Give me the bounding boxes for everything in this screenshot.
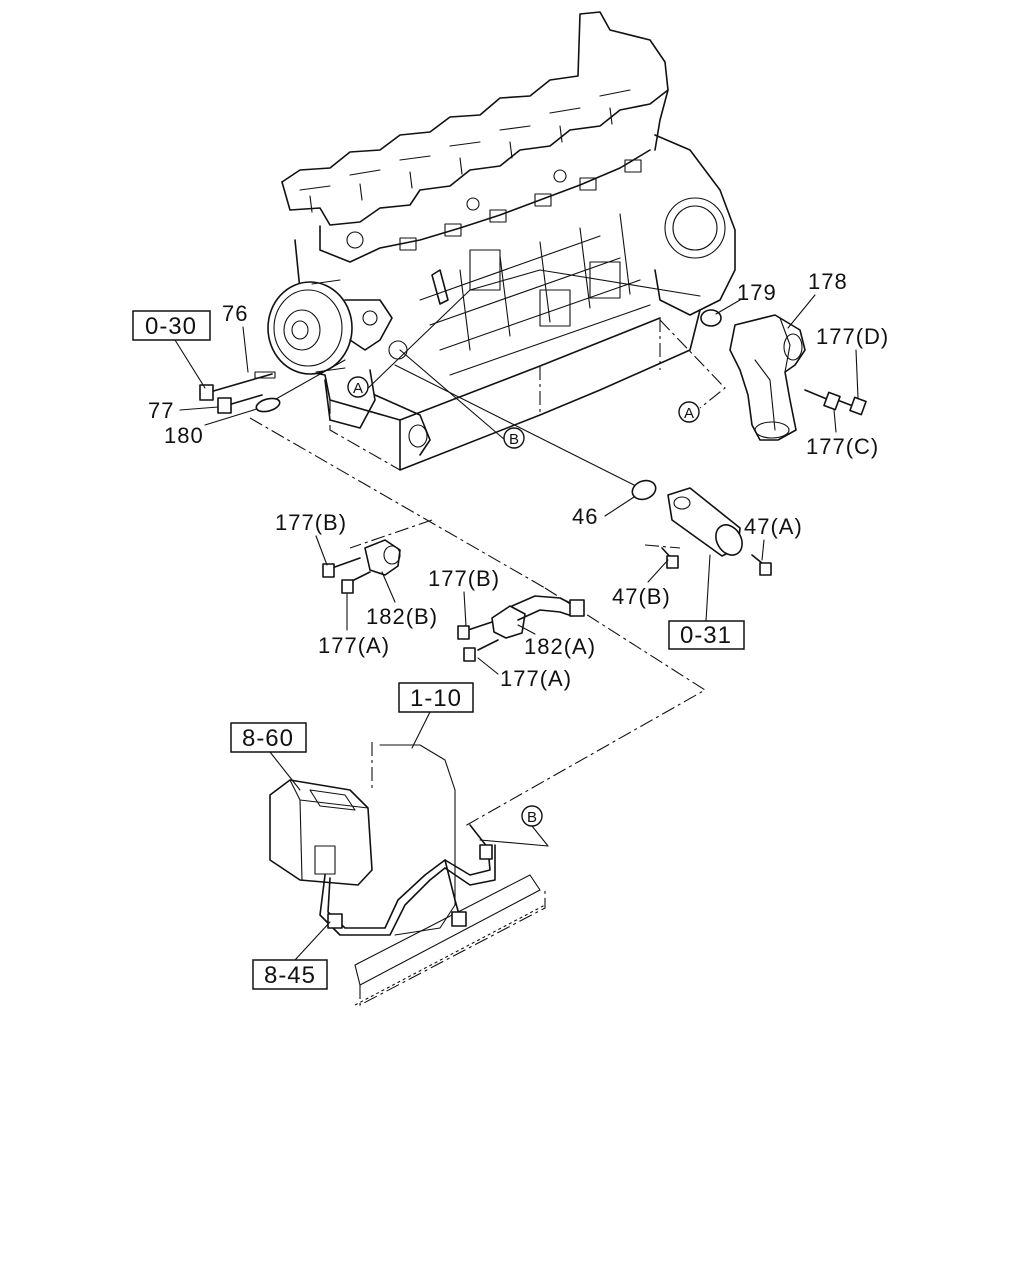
label-177d: 177(D) — [816, 324, 889, 349]
ref-box-0-31[interactable]: 0-31 — [668, 620, 745, 650]
label-177c: 177(C) — [806, 434, 879, 459]
label-179: 179 — [737, 280, 777, 305]
marker-a-engine: A — [347, 376, 369, 398]
ref-0-30-leader — [174, 339, 206, 389]
ref-box-0-30[interactable]: 0-30 — [132, 310, 211, 341]
water-pipe-drawing — [631, 479, 772, 576]
ref-1-10-leader — [411, 711, 431, 749]
label-177a-lower: 177(A) — [500, 666, 572, 691]
ref-box-8-60[interactable]: 8-60 — [230, 722, 307, 753]
marker-a-housing: A — [678, 401, 700, 423]
svg-text:8-45: 8-45 — [264, 962, 316, 989]
label-76: 76 — [222, 301, 248, 326]
label-177b-lower: 177(B) — [428, 566, 500, 591]
svg-text:B: B — [509, 431, 519, 448]
svg-text:8-60: 8-60 — [242, 725, 294, 752]
svg-text:1-10: 1-10 — [410, 685, 462, 712]
marker-b-pipe-leader — [531, 825, 549, 847]
label-180: 180 — [164, 423, 204, 448]
heater-and-piping-drawing — [269, 742, 546, 1006]
label-47a: 47(A) — [744, 514, 803, 539]
label-46: 46 — [572, 504, 598, 529]
label-77: 77 — [148, 398, 174, 423]
svg-text:B: B — [527, 809, 537, 826]
label-177b-upper: 177(B) — [275, 510, 347, 535]
ref-8-60-leader — [269, 751, 301, 791]
ref-box-8-45[interactable]: 8-45 — [252, 959, 328, 990]
label-182b: 182(B) — [366, 604, 438, 629]
svg-text:A: A — [353, 380, 363, 397]
marker-b-pipe: B — [521, 805, 543, 827]
label-182a: 182(A) — [524, 634, 596, 659]
svg-text:0-30: 0-30 — [145, 313, 197, 340]
label-177a-upper: 177(A) — [318, 633, 390, 658]
label-47b: 47(B) — [612, 584, 671, 609]
ref-8-45-leader — [294, 921, 331, 961]
hose-fittings-drawing — [322, 539, 585, 662]
svg-text:0-31: 0-31 — [680, 622, 732, 649]
marker-b-engine: B — [503, 427, 525, 449]
ref-0-31-leader — [705, 554, 711, 622]
thermostat-housing-drawing — [700, 309, 867, 441]
front-bolts-drawing — [199, 371, 281, 414]
ref-box-1-10[interactable]: 1-10 — [398, 682, 474, 713]
label-178: 178 — [808, 269, 848, 294]
svg-text:A: A — [684, 405, 694, 422]
engine-block-drawing — [267, 11, 736, 471]
part-labels: 76 77 180 179 178 177(D) 177(C) 46 47(A)… — [148, 269, 889, 691]
leader-lines — [204, 269, 726, 847]
